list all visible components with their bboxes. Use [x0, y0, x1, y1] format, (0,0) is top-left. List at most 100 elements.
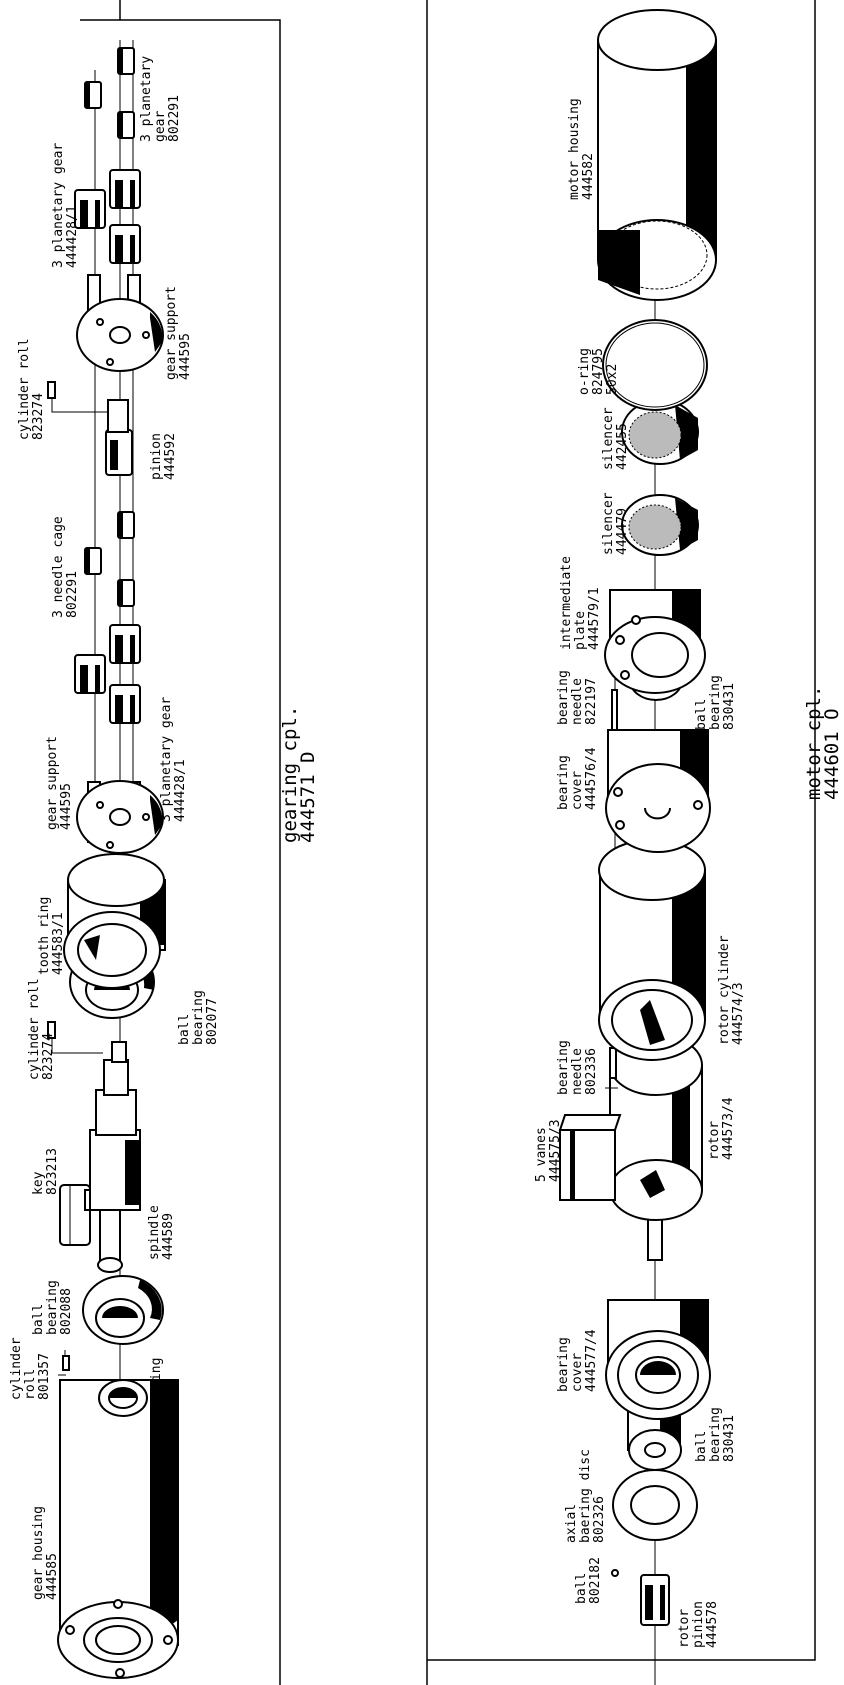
svg-text:442455: 442455	[615, 423, 630, 470]
svg-text:silencer: silencer	[601, 407, 616, 470]
svg-text:3 planetary gear: 3 planetary gear	[159, 697, 174, 822]
intermediate-plate-part	[604, 589, 706, 694]
svg-text:baering disc: baering disc	[578, 1449, 593, 1543]
label-seal-ring: seal ring 802618	[149, 1358, 178, 1428]
gear-support-444595-lower-part	[76, 780, 164, 854]
label-gear-housing: gear housing 444585	[31, 1506, 60, 1600]
svg-text:bearing: bearing	[708, 1407, 723, 1462]
svg-text:rotor: rotor	[677, 1609, 692, 1648]
label-tooth-ring: tooth ring 444583/1	[37, 897, 66, 975]
svg-text:bearing: bearing	[45, 1280, 60, 1335]
svg-text:bearing: bearing	[556, 1337, 571, 1392]
motor-assembly-number: 444601 O	[821, 708, 843, 800]
label-rotor: rotor 444573/4	[707, 1097, 736, 1160]
svg-text:plate: plate	[573, 611, 588, 650]
axial-bearing-disc-part	[612, 1469, 698, 1541]
svg-text:needle: needle	[570, 1048, 585, 1095]
svg-text:gear support: gear support	[164, 286, 179, 380]
svg-text:444595: 444595	[178, 333, 193, 380]
rotor-cylinder-part	[598, 839, 706, 1061]
spindle-part	[59, 1041, 141, 1273]
svg-text:50x2: 50x2	[605, 364, 620, 395]
planetary-gear-444428-1-upper-part	[74, 169, 141, 264]
svg-text:830431: 830431	[722, 683, 737, 730]
svg-text:cylinder roll: cylinder roll	[17, 338, 32, 440]
label-pinion: pinion 444592	[149, 433, 178, 480]
tooth-ring-part	[63, 853, 166, 989]
label-rotor-cylinder: rotor cylinder 444574/3	[717, 935, 746, 1045]
gearing-assembly-number: 444571 D	[297, 751, 319, 843]
svg-text:444428/1: 444428/1	[173, 759, 188, 822]
label-ball-bearing-802077: ball bearing 802077	[177, 990, 220, 1045]
svg-text:seal ring: seal ring	[149, 1358, 164, 1428]
bearing-cover-444577-4-part	[605, 1299, 711, 1420]
svg-text:ball: ball	[177, 1014, 192, 1045]
o-ring-part	[602, 319, 708, 411]
svg-text:444595: 444595	[59, 783, 74, 830]
label-ball-bearing-830431-lower: ball bearing 830431	[694, 1407, 737, 1462]
cylinder-roll-823274-upper-part	[47, 381, 108, 413]
label-bearing-cover-444576-4: bearing cover 444576/4	[556, 747, 599, 810]
svg-text:802088: 802088	[59, 1288, 74, 1335]
svg-text:tooth ring: tooth ring	[37, 897, 52, 975]
gear-support-444595-upper-part	[76, 274, 164, 372]
svg-text:bearing: bearing	[556, 755, 571, 810]
gearing-assembly-name: gearing cpl.	[279, 706, 301, 843]
svg-text:802326: 802326	[592, 1496, 607, 1543]
label-axial-bearing-disc: axial baering disc 802326	[564, 1449, 607, 1543]
svg-text:444592: 444592	[163, 433, 178, 480]
label-o-ring: o-ring 824795 50x2	[577, 348, 620, 395]
svg-text:444589: 444589	[161, 1213, 176, 1260]
bearing-cover-444576-4-part	[605, 729, 711, 853]
svg-text:bearing: bearing	[556, 1040, 571, 1095]
label-planetary-gear-upper: 3 planetary gear 444428/1	[51, 143, 80, 268]
label-gearing-assembly: gearing cpl. 444571 D	[279, 706, 319, 843]
vanes-part	[558, 1114, 622, 1201]
svg-text:802618: 802618	[163, 1381, 178, 1428]
svg-text:pinion: pinion	[149, 433, 164, 480]
svg-text:axial: axial	[564, 1504, 579, 1543]
cylinder-roll-823274-part	[47, 1021, 103, 1054]
ball-bearing-802088-part	[82, 1275, 164, 1345]
label-key: key 823213	[31, 1148, 60, 1195]
svg-text:key: key	[31, 1171, 46, 1195]
svg-text:gear support: gear support	[45, 736, 60, 830]
ball-part	[611, 1569, 619, 1577]
svg-text:444576/4: 444576/4	[584, 747, 599, 810]
label-ball-bearing-830431-upper: ball bearing 830431	[694, 675, 737, 730]
label-cylinder-roll-upper: cylinder roll 823274	[17, 338, 46, 440]
svg-text:cylinder roll: cylinder roll	[27, 978, 42, 1080]
svg-text:gear: gear	[153, 111, 168, 142]
svg-text:bearing: bearing	[556, 670, 571, 725]
label-motor-assembly: motor cpl. 444601 O	[803, 686, 843, 800]
label-needle-cage: 3 needle cage 802291	[51, 516, 80, 618]
needle-cage-802291-part	[84, 511, 135, 607]
rotor-pinion-part	[640, 1574, 670, 1626]
cylinder-roll-801357-part	[58, 1355, 70, 1376]
silencer-442455-part	[621, 399, 699, 465]
motor-bracket	[426, 0, 816, 1685]
svg-text:motor housing: motor housing	[567, 98, 582, 200]
svg-text:5 vanes: 5 vanes	[534, 1127, 549, 1182]
svg-text:444579/1: 444579/1	[587, 587, 602, 650]
seal-ring-part	[98, 1379, 148, 1417]
svg-text:needle: needle	[570, 678, 585, 725]
svg-text:ball: ball	[574, 1573, 589, 1604]
svg-text:444479: 444479	[615, 508, 630, 555]
label-bearing-cover-444577-4: bearing cover 444577/4	[556, 1329, 599, 1392]
svg-text:444573/4: 444573/4	[721, 1097, 736, 1160]
svg-text:802182: 802182	[588, 1557, 603, 1604]
svg-text:823274: 823274	[41, 1033, 56, 1080]
svg-text:444577/4: 444577/4	[584, 1329, 599, 1392]
svg-text:801357: 801357	[37, 1353, 52, 1400]
label-cylinder-roll-823274: cylinder roll 823274	[27, 978, 56, 1080]
label-spindle: spindle 444589	[147, 1205, 176, 1260]
planetary-gear-444428-1-lower-part	[74, 624, 141, 724]
svg-text:intermediate: intermediate	[559, 556, 574, 650]
svg-text:444582: 444582	[581, 153, 596, 200]
label-silencer-442455: silencer 442455	[601, 407, 630, 470]
silencer-444479-part	[621, 494, 699, 556]
label-planetary-gear-802291: 3 planetary gear 802291	[139, 56, 182, 142]
label-vanes: 5 vanes 444575/3	[534, 1119, 563, 1182]
svg-text:3 planetary: 3 planetary	[139, 56, 154, 142]
